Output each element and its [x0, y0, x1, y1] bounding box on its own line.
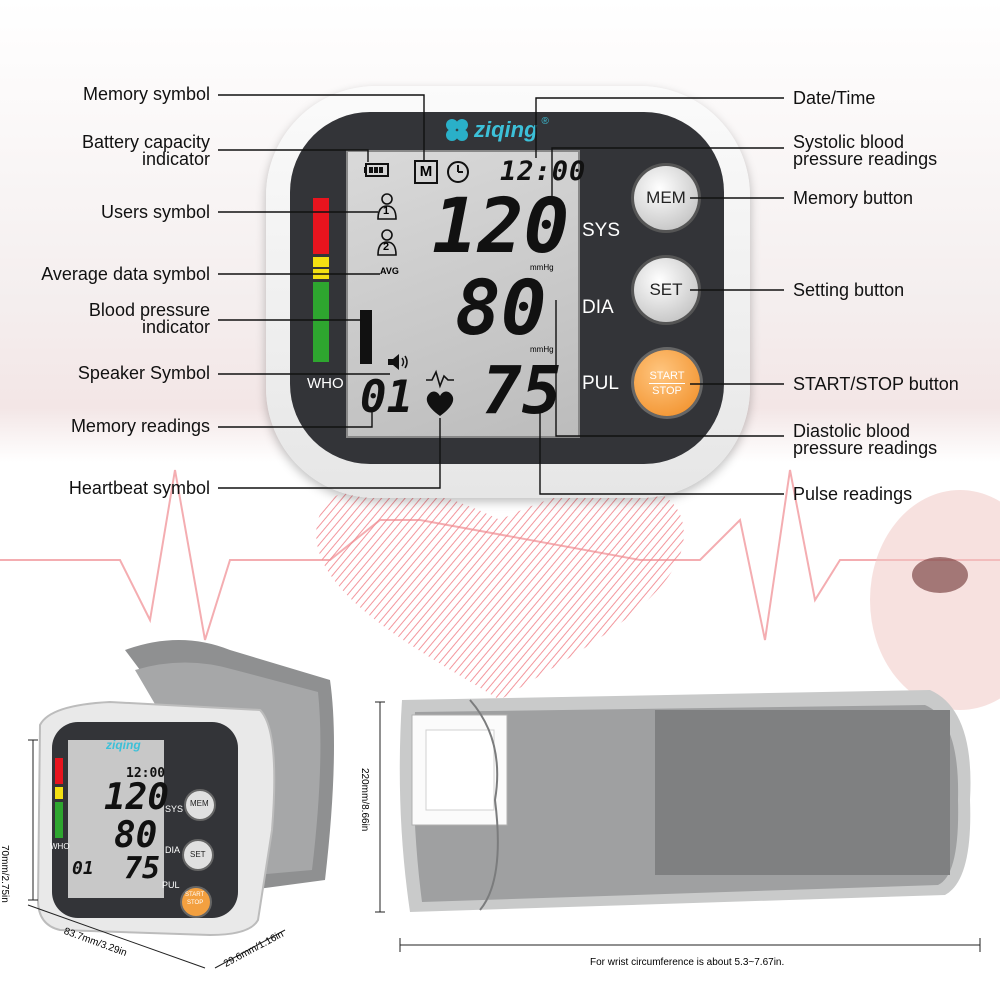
label-bp-indicator-2: indicator [141, 317, 210, 337]
label-heartbeat-symbol: Heartbeat symbol [68, 478, 210, 498]
small-brand: ziqing [106, 738, 141, 752]
clock-icon [447, 161, 469, 183]
unit-label-1: mmHg [530, 263, 554, 272]
label-diastolic-1: Diastolic blood [793, 421, 911, 441]
unit-label-2: mmHg [530, 345, 554, 354]
dia-tag: DIA [582, 297, 614, 318]
small-dia-tag: DIA [165, 845, 181, 855]
small-device-art [27, 640, 334, 969]
label-diastolic-2: pressure readings [793, 438, 938, 458]
label-bp-indicator-1: Blood pressure [88, 300, 210, 320]
who-label: WHO [307, 375, 344, 392]
set-button[interactable]: SET [634, 258, 698, 322]
user-2-icon: 2 [376, 228, 398, 256]
small-mem-button[interactable]: MEM [190, 799, 209, 808]
memory-symbol: M [414, 160, 438, 184]
ecg-line [0, 469, 1000, 641]
heartbeat-icon [426, 369, 454, 416]
pulse-reading: 75 [482, 352, 562, 429]
label-pulse-readings: Pulse readings [793, 484, 913, 504]
avg-symbol: AVG [380, 266, 399, 276]
time-readout: 12:00 [500, 156, 587, 187]
label-battery-1: Battery capacity [81, 132, 210, 152]
heart-graphic [316, 486, 684, 700]
brand-logo: ziqing ® [444, 116, 549, 144]
small-time: 12:00 [126, 766, 166, 781]
label-battery-2: indicator [141, 149, 210, 169]
memory-number: 01 [360, 372, 413, 423]
small-pulse: 75 [124, 851, 161, 886]
label-setting-button: Setting button [793, 280, 905, 300]
label-speaker-symbol: Speaker Symbol [77, 363, 210, 383]
bp-indicator-bar [360, 310, 372, 364]
small-stop-label[interactable]: STOP [187, 900, 204, 906]
small-diastolic: 80 [114, 815, 158, 856]
small-memory-number: 01 [72, 858, 94, 879]
start-stop-button[interactable]: START STOP [634, 350, 700, 416]
small-sys-tag: SYS [165, 804, 184, 814]
small-start-label[interactable]: START [185, 892, 205, 898]
small-set-button[interactable]: SET [190, 850, 206, 859]
speaker-icon [388, 354, 408, 370]
sys-tag: SYS [582, 220, 621, 241]
label-date-time: Date/Time [793, 88, 876, 108]
label-users-symbol: Users symbol [100, 202, 210, 222]
who-yellow [313, 257, 329, 267]
clover-icon [446, 119, 468, 141]
cuff-art [375, 690, 981, 952]
lcd-screen [346, 150, 580, 438]
label-average-symbol: Average data symbol [41, 264, 210, 284]
small-systolic: 120 [104, 777, 170, 818]
label-memory-button: Memory button [793, 188, 914, 208]
pul-tag: PUL [582, 373, 619, 394]
brand-name: ziqing [474, 117, 538, 142]
label-systolic-1: Systolic blood [793, 132, 905, 152]
small-pul-tag: PUL [162, 880, 180, 890]
small-who: WHO [50, 842, 70, 851]
label-systolic-2: pressure readings [793, 149, 938, 169]
wrist-note: For wrist circumference is about 5.3~7.6… [590, 957, 785, 968]
label-start-stop-button: START/STOP button [793, 374, 959, 394]
systolic-reading: 120 [432, 181, 570, 270]
dim-cuff-length: 220mm/8.66in [359, 768, 370, 832]
label-memory-symbol: Memory symbol [82, 84, 210, 104]
callout-lines [218, 94, 784, 495]
user-1-icon: 1 [376, 192, 398, 220]
mem-button[interactable]: MEM [634, 166, 698, 230]
battery-icon [364, 163, 389, 177]
who-green [313, 282, 329, 362]
label-memory-readings: Memory readings [70, 416, 210, 436]
dim-height: 70mm/2.75in [0, 845, 10, 903]
diastolic-reading: 80 [455, 263, 547, 352]
